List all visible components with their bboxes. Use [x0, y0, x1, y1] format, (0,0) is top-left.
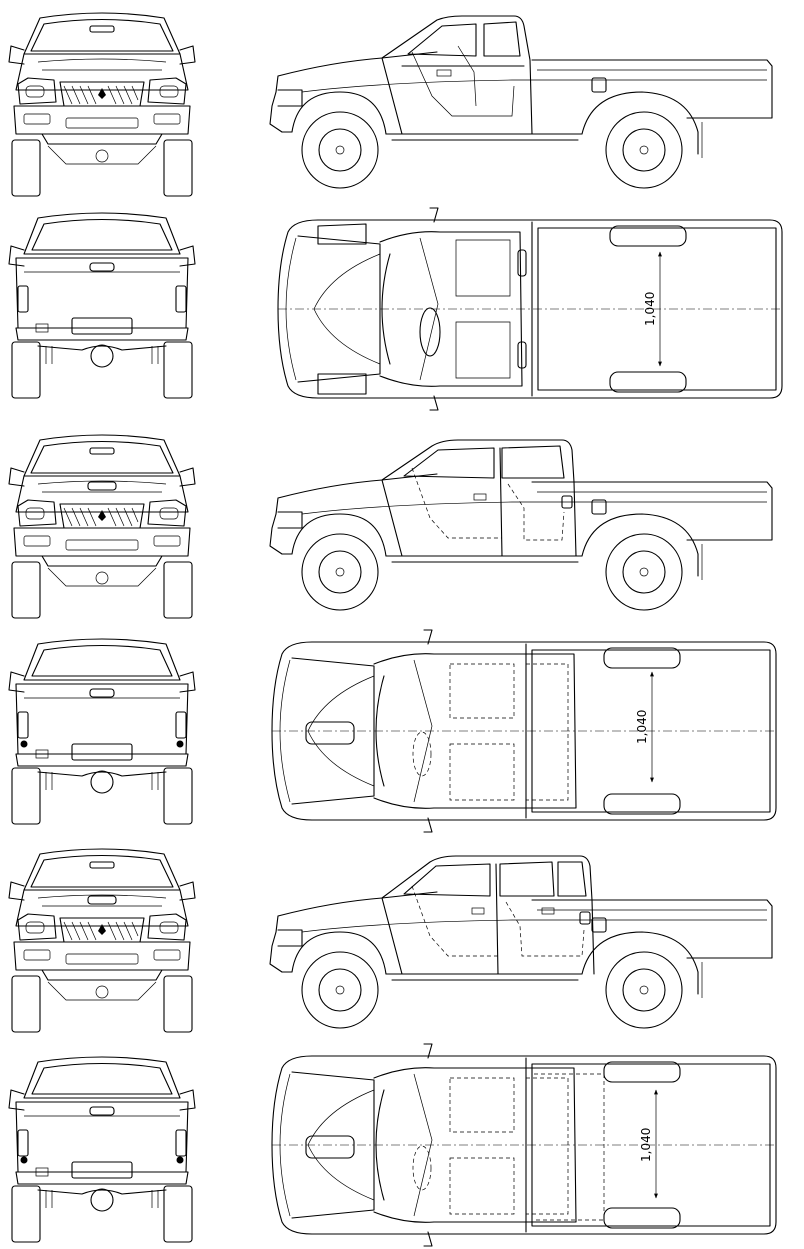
bed-width-label: 1,040: [639, 1128, 653, 1162]
row-double-cab: 1,040: [8, 848, 777, 1247]
side-view-club-cab: [269, 439, 773, 611]
top-view-double-cab: 1,040: [271, 1043, 777, 1247]
front-view-single-cab: [8, 12, 196, 197]
bed-width-label: 1,040: [643, 292, 657, 326]
row-single-cab: 1,040: [8, 12, 783, 411]
rear-view-single-cab: [8, 212, 196, 399]
rear-view-club-cab: [8, 638, 196, 825]
front-view-club-cab: [8, 434, 196, 619]
top-view-club-cab: 1,040: [271, 629, 777, 833]
side-view-single-cab: [269, 15, 773, 189]
rear-view-double-cab: [8, 1056, 196, 1243]
row-club-cab: 1,040: [8, 434, 777, 833]
side-view-double-cab: [269, 855, 773, 1029]
top-view-single-cab: 1,040: [277, 207, 783, 411]
front-view-double-cab: [8, 848, 196, 1033]
bed-width-label: 1,040: [635, 710, 649, 744]
